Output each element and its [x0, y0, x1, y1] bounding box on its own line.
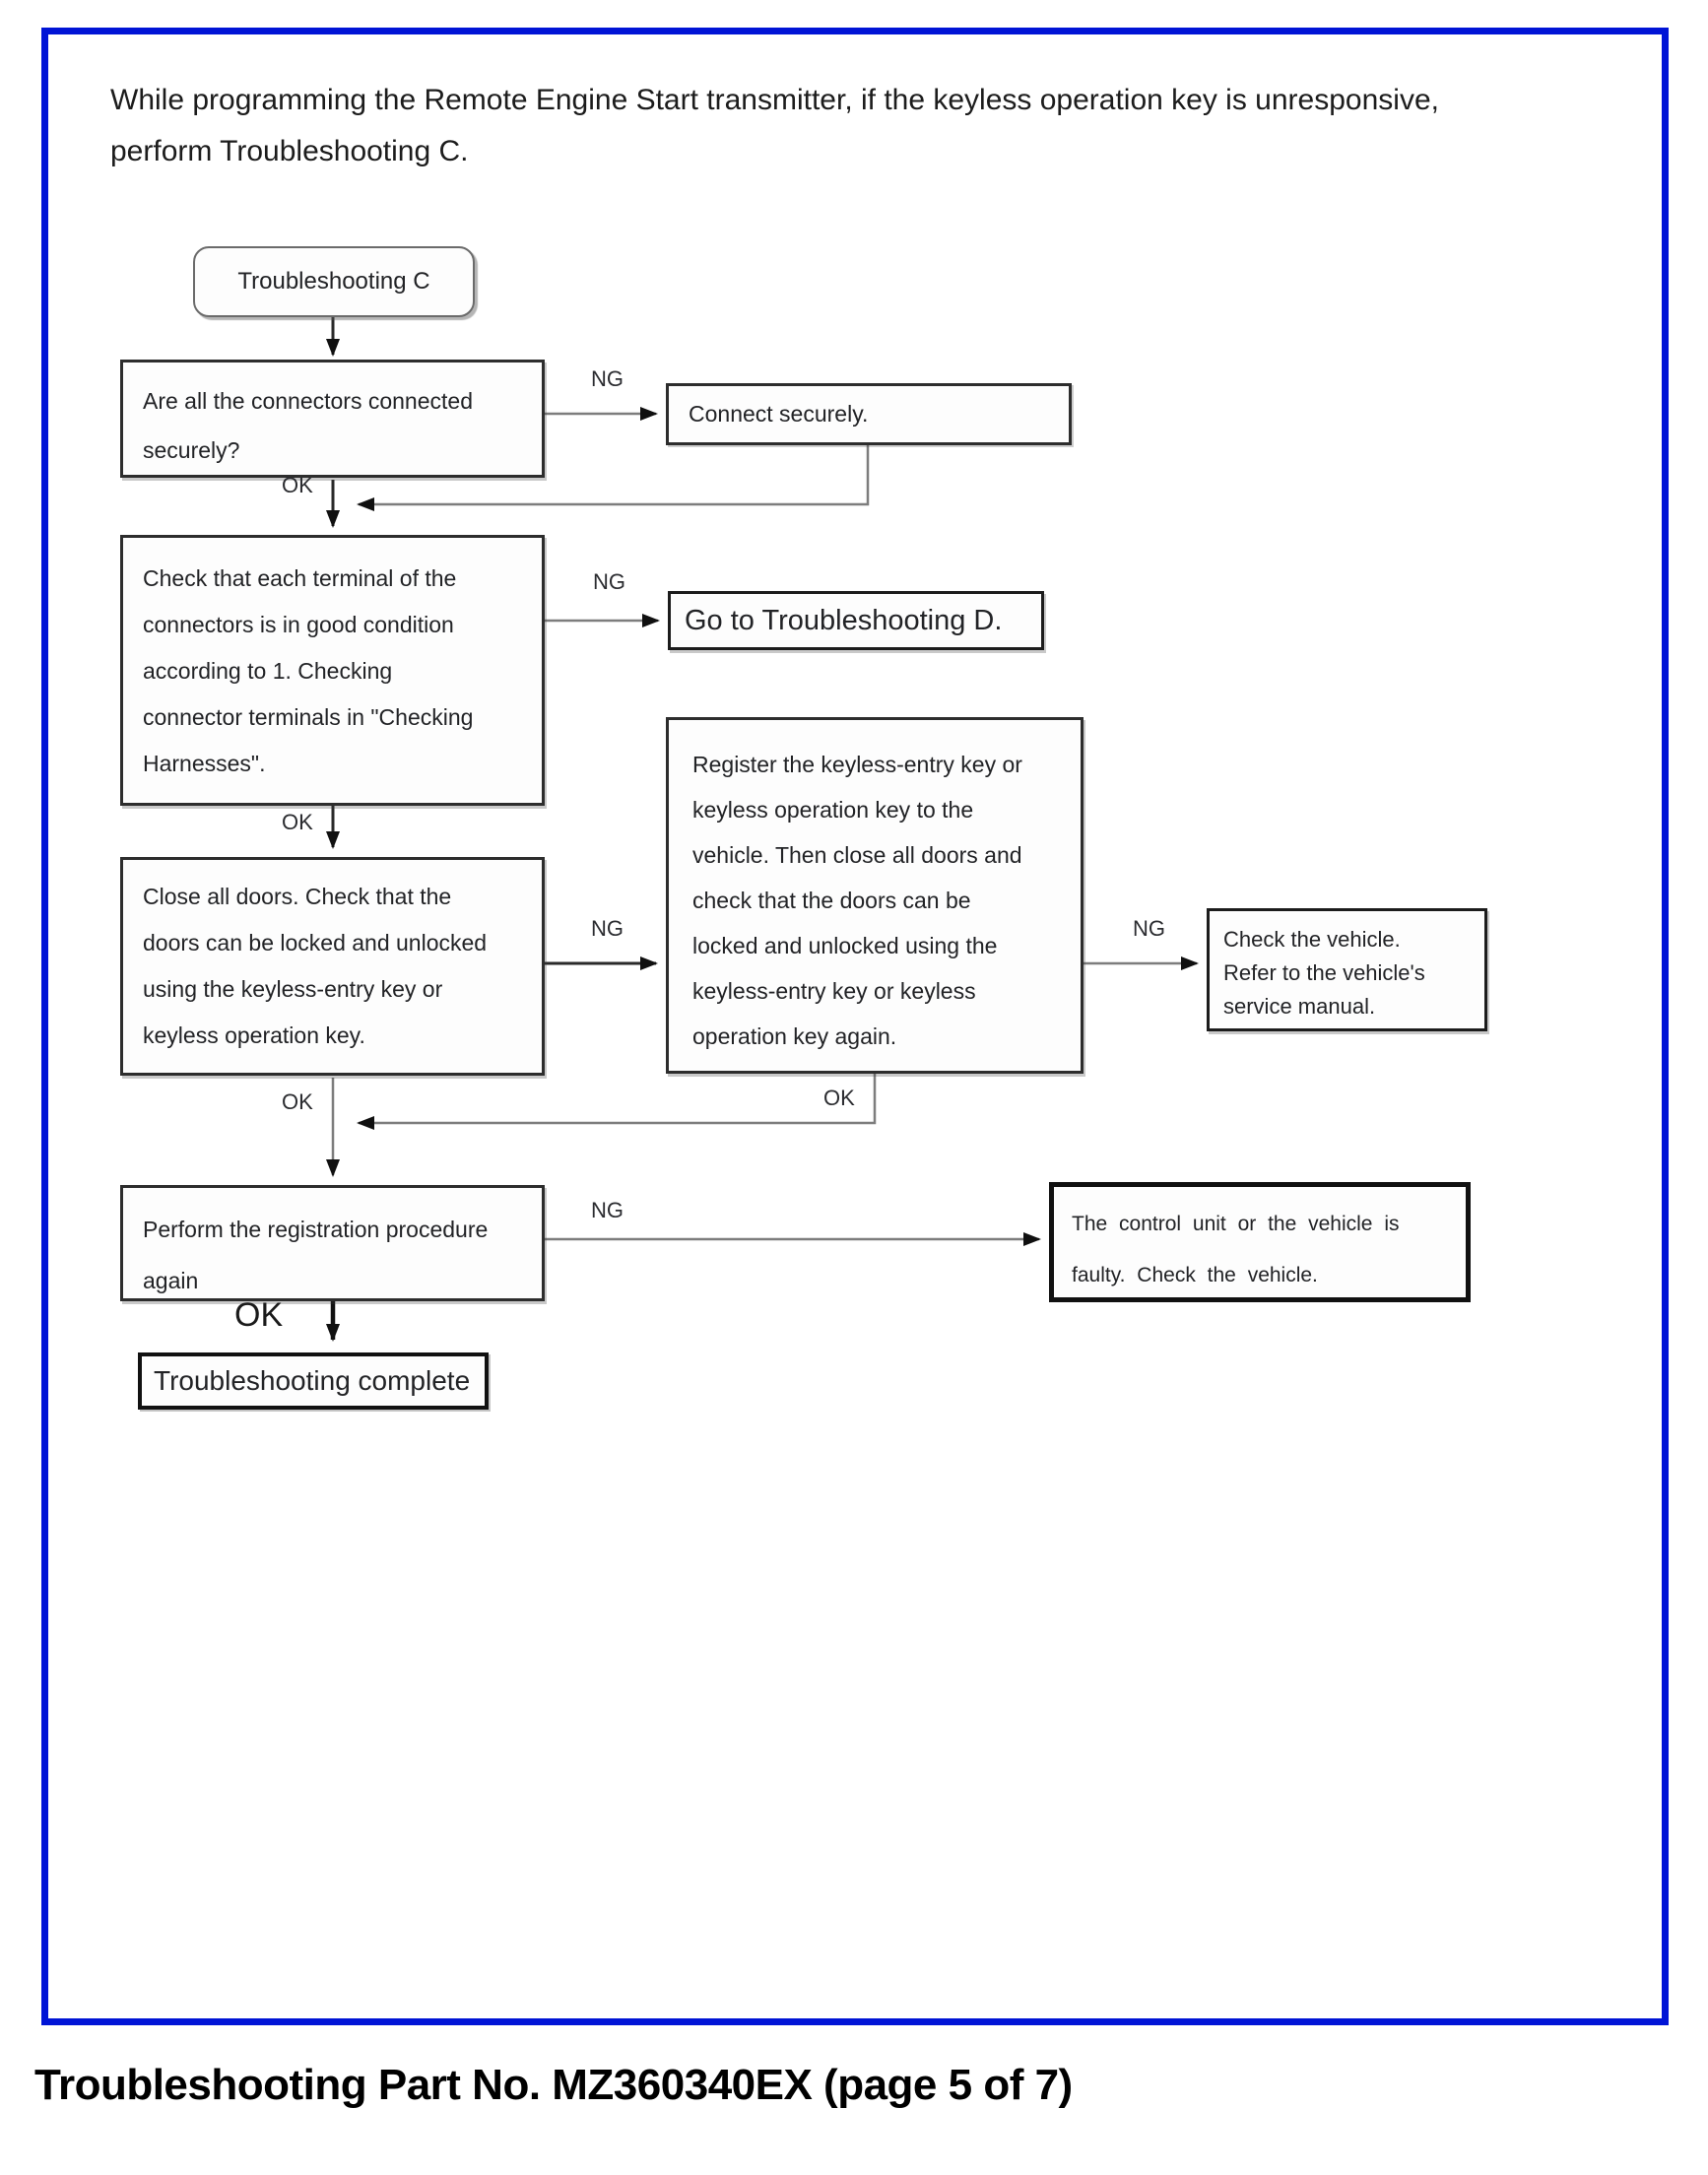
action-register-key: Register the keyless-entry key or keyles… — [666, 717, 1084, 1074]
edge-label-ng-5: NG — [591, 1198, 624, 1222]
intro-text: While programming the Remote Engine Star… — [110, 84, 1439, 167]
end-node-troubleshooting-complete: Troubleshooting complete — [138, 1352, 489, 1410]
action-connect-securely: Connect securely. — [666, 383, 1072, 445]
edge-label-ok-3: OK — [823, 1086, 855, 1110]
decision-connectors-connected: Are all the connectors connected securel… — [120, 360, 545, 478]
edge-label-ng-4: NG — [1133, 916, 1165, 941]
edge-label-ng-3: NG — [591, 916, 624, 941]
decision-terminal-condition: Check that each terminal of the connecto… — [120, 535, 545, 806]
edge-label-ok-2: OK — [282, 810, 313, 834]
decision-registration-again: Perform the registration procedure again — [120, 1185, 545, 1301]
action-check-vehicle-manual: Check the vehicle. Refer to the vehicle'… — [1207, 908, 1487, 1031]
footer-title: Troubleshooting Part No. MZ360340EX (pag… — [34, 2061, 1073, 2109]
action-goto-troubleshooting-d: Go to Troubleshooting D. — [668, 591, 1044, 650]
start-node-troubleshooting-c: Troubleshooting C — [193, 246, 475, 317]
edge-label-ok-4: OK — [282, 1089, 313, 1114]
edge-label-ng-1: NG — [591, 366, 624, 391]
decision-doors-lock-unlock: Close all doors. Check that the doors ca… — [120, 857, 545, 1076]
action-control-unit-faulty: The control unit or the vehicle is fault… — [1049, 1182, 1471, 1302]
edge-label-ok-final: OK — [234, 1296, 284, 1334]
edge-label-ok-1: OK — [282, 473, 313, 497]
edge-label-ng-2: NG — [593, 569, 625, 594]
